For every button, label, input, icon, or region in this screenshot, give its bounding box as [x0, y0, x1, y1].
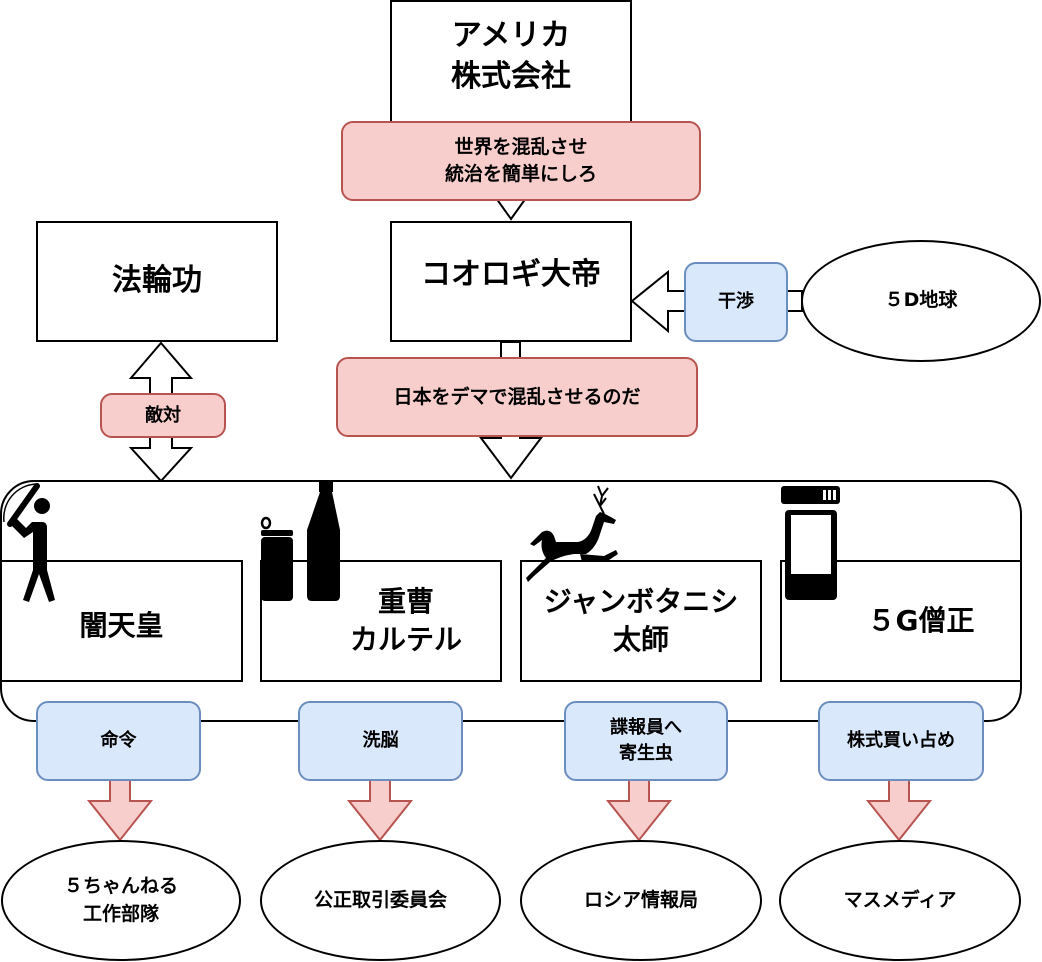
action-label: 洗脳	[362, 729, 399, 751]
target-5ch-ops-unit[interactable]: ５ちゃんねる 工作部隊	[1, 840, 241, 961]
battery-icon	[781, 486, 840, 600]
target-label: 公正取引委員会	[313, 888, 447, 911]
link-top-order[interactable]: 世界を混乱させ 統治を簡単にしろ	[341, 121, 701, 201]
target-label: ５ちゃんねる 工作部隊	[63, 874, 178, 925]
action-parasite-spies[interactable]: 諜報員へ 寄生虫	[564, 701, 728, 781]
link-top-order-label: 世界を混乱させ 統治を簡単にしろ	[444, 136, 597, 185]
link-center-order-label: 日本をデマで混乱させるのだ	[393, 385, 641, 408]
node-america-corp-label: アメリカ 株式会社	[451, 18, 571, 94]
node-america-corp[interactable]: アメリカ 株式会社	[390, 0, 632, 124]
batter-icon	[3, 483, 55, 602]
link-interference[interactable]: 干渉	[684, 262, 788, 342]
target-russian-intelligence[interactable]: ロシア情報局	[520, 840, 762, 961]
action-label: 命令	[100, 729, 137, 751]
member-box-dark-emperor[interactable]: 闇天皇	[0, 560, 243, 682]
member-label: ジャンボタニシ 太師	[543, 585, 739, 656]
member-label: 闇天皇	[79, 609, 164, 643]
link-hostile[interactable]: 敵対	[100, 393, 226, 438]
target-mass-media[interactable]: マスメディア	[779, 840, 1021, 961]
member-box-apple-snail-master[interactable]: ジャンボタニシ 太師	[520, 560, 762, 682]
node-5d-earth[interactable]: ５D地球	[801, 240, 1041, 362]
node-falun-gong[interactable]: 法輪功	[36, 221, 278, 342]
node-cricket-emperor-label: コオロギ大帝	[421, 257, 601, 293]
bottles-icon	[260, 482, 340, 601]
target-fair-trade-commission[interactable]: 公正取引委員会	[260, 840, 501, 961]
member-label: ５G僧正	[867, 604, 975, 638]
link-hostile-label: 敵対	[145, 404, 181, 426]
action-buy-up-stocks[interactable]: 株式買い占め	[818, 701, 984, 781]
action-command[interactable]: 命令	[36, 701, 201, 781]
action-brainwash[interactable]: 洗脳	[298, 701, 463, 781]
link-interference-label: 干渉	[718, 290, 754, 312]
member-box-baking-soda-cartel[interactable]: 重曹 カルテル	[260, 560, 502, 682]
target-label: マスメディア	[843, 888, 957, 911]
node-cricket-emperor[interactable]: コオロギ大帝	[390, 221, 632, 342]
link-center-order[interactable]: 日本をデマで混乱させるのだ	[336, 357, 698, 437]
member-label: 重曹 カルテル	[349, 585, 462, 656]
action-label: 株式買い占め	[847, 729, 955, 751]
deer-icon	[526, 485, 618, 582]
action-label: 諜報員へ 寄生虫	[610, 716, 682, 764]
node-falun-gong-label: 法輪功	[112, 263, 202, 299]
node-5d-earth-label: ５D地球	[884, 289, 958, 312]
target-label: ロシア情報局	[583, 888, 698, 911]
